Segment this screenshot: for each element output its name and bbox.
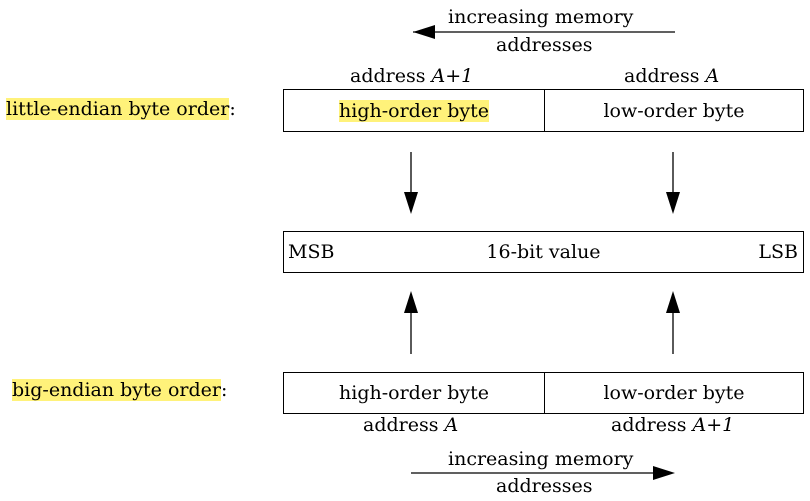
le-divider bbox=[544, 90, 545, 131]
up-arrow-left bbox=[404, 291, 418, 354]
little-endian-label: little-endian byte order: bbox=[6, 98, 236, 120]
be-left-address: address A bbox=[363, 414, 459, 436]
be-low-order-cell: low-order byte bbox=[603, 382, 745, 404]
lsb-label: LSB bbox=[758, 241, 798, 263]
big-endian-box: high-order byte low-order byte bbox=[283, 372, 804, 414]
value-label: 16-bit value bbox=[486, 241, 601, 263]
le-high-order-cell: high-order byte bbox=[339, 99, 489, 122]
bottom-arrow-line2: addresses bbox=[496, 475, 593, 497]
bottom-memory-arrow bbox=[411, 466, 675, 480]
big-endian-label: big-endian byte order: bbox=[12, 379, 228, 401]
msb-label: MSB bbox=[288, 241, 335, 263]
bottom-arrow-line1: increasing memory bbox=[448, 448, 634, 470]
top-memory-arrow bbox=[413, 25, 675, 39]
up-arrow-right bbox=[666, 291, 680, 354]
be-high-order-cell: high-order byte bbox=[339, 382, 489, 404]
down-arrow-right bbox=[666, 152, 680, 214]
value-box: MSB 16-bit value LSB bbox=[283, 231, 804, 273]
le-right-address: address A bbox=[624, 65, 720, 87]
le-left-address: address A+1 bbox=[350, 65, 474, 87]
be-divider bbox=[544, 373, 545, 413]
top-arrow-line1: increasing memory bbox=[448, 6, 634, 28]
little-endian-box: high-order byte low-order byte bbox=[283, 89, 804, 132]
be-right-address: address A+1 bbox=[611, 414, 735, 436]
le-low-order-cell: low-order byte bbox=[603, 99, 745, 122]
down-arrow-left bbox=[404, 152, 418, 214]
top-arrow-line2: addresses bbox=[496, 34, 593, 56]
